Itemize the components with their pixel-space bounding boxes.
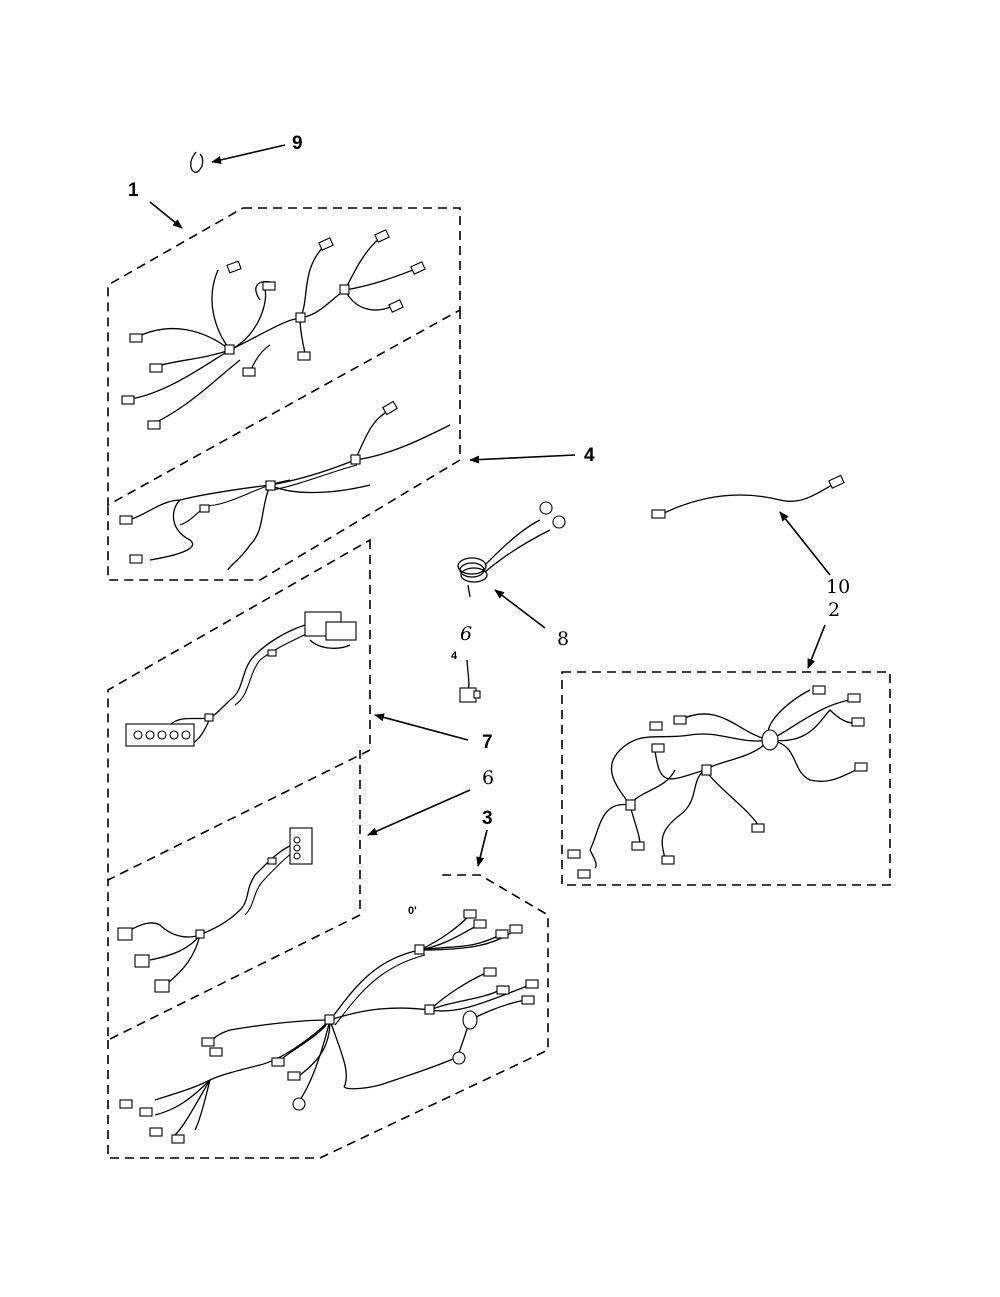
callout-9: 9	[292, 133, 303, 154]
part-8-ground-wire	[457, 501, 566, 598]
leader-1	[149, 201, 183, 229]
callout-6: 6	[482, 767, 494, 789]
leader-8	[494, 589, 546, 629]
part-10-wire	[651, 474, 845, 519]
leader-4	[469, 454, 576, 464]
part-2-harness	[561, 671, 891, 886]
callout-0: 0'	[408, 905, 417, 917]
callout-10: 10	[826, 576, 850, 598]
part-7-harness	[107, 538, 371, 882]
leader-10	[779, 511, 831, 576]
callout-4-small: 4	[451, 650, 458, 662]
callout-2: 2	[828, 599, 840, 621]
leader-7	[374, 713, 469, 741]
callout-7: 7	[482, 732, 493, 753]
callout-4: 4	[584, 445, 595, 466]
callout-6-small: 6	[460, 623, 472, 645]
part-6-harness	[107, 750, 361, 1042]
callout-8: 8	[557, 628, 569, 650]
part-9-clip	[190, 151, 204, 173]
part-4-harness	[107, 310, 461, 581]
part-3-harness	[107, 874, 549, 1159]
leader-6	[367, 789, 471, 836]
callout-3: 3	[482, 808, 493, 829]
small-connector-part	[459, 659, 481, 703]
leader-3	[476, 829, 488, 867]
callout-1: 1	[128, 180, 139, 201]
part-1-harness	[107, 207, 461, 507]
leader-9	[211, 144, 286, 164]
leader-2	[807, 624, 826, 669]
